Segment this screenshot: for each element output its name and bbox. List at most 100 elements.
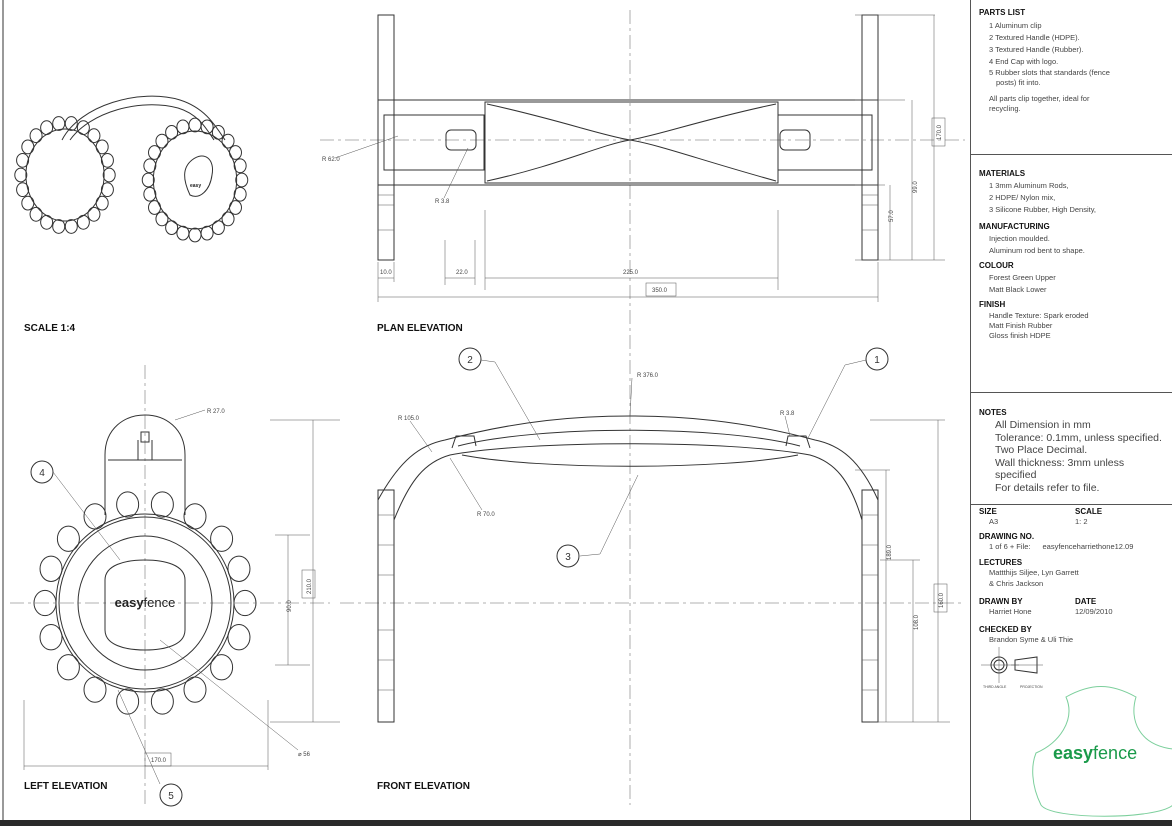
- dim-dia56: ⌀ 56: [298, 752, 311, 758]
- rubber-slot: [64, 116, 78, 131]
- left-elevation-label: LEFT ELEVATION: [24, 781, 108, 792]
- part-item: 5 Rubber slots that standards (fence: [989, 68, 1110, 77]
- rubber-slot: [87, 206, 101, 222]
- parts-list-title: PARTS LIST: [979, 8, 1026, 17]
- rubber-slot: [188, 117, 202, 133]
- rubber-slot: [148, 200, 162, 215]
- rubber-slot: [39, 624, 63, 651]
- bottom-edge: [0, 820, 1172, 826]
- size-label: SIZE: [979, 507, 997, 516]
- colour-item: Matt Black Lower: [989, 285, 1047, 294]
- rubber-slot: [102, 167, 116, 183]
- rubber-slot: [148, 145, 162, 160]
- rubber-slot: [39, 555, 63, 582]
- rubber-slot: [235, 172, 249, 188]
- dim-r105: R 105.0: [398, 416, 420, 422]
- svg-text:3: 3: [565, 552, 571, 563]
- rubber-slot: [16, 152, 30, 168]
- end-cap-logo: easyfence: [115, 595, 176, 610]
- material-item: 2 HDPE/ Nylon mix,: [989, 193, 1056, 202]
- checked-by-value: Brandon Syme & Uli Thie: [989, 635, 1074, 644]
- colour-title: COLOUR: [979, 261, 1014, 270]
- lecturer: Mattthijs Siljee, Lyn Garrett: [989, 568, 1079, 577]
- dim-189: 189.0: [887, 544, 893, 560]
- material-item: 1 3mm Aluminum Rods,: [989, 181, 1069, 190]
- dim-r38: R 3.8: [435, 199, 450, 205]
- rubber-slot: [56, 654, 80, 681]
- drawing-no-label: DRAWING NO.: [979, 532, 1035, 541]
- note-item: Two Place Decimal.: [995, 444, 1088, 456]
- manufacturing-item: Aluminum rod bent to shape.: [989, 246, 1085, 255]
- dim-170: 170.0: [937, 124, 943, 140]
- dim-r27: R 27.0: [207, 409, 225, 415]
- rubber-slot: [16, 182, 30, 198]
- dim-22: 22.0: [456, 270, 468, 276]
- rubber-slot: [76, 214, 90, 230]
- callout-4: 4: [30, 460, 54, 484]
- rubber-slot: [56, 525, 80, 552]
- rubber-slot: [227, 555, 251, 582]
- part-item: posts) fit into.: [996, 78, 1041, 87]
- part-item: 3 Textured Handle (Rubber).: [989, 45, 1084, 54]
- rubber-slot: [210, 654, 234, 681]
- rubber-slot: [200, 119, 214, 135]
- notes-section: NOTES All Dimension in mm Tolerance: 0.1…: [971, 393, 1172, 505]
- dim-10: 10.0: [380, 270, 392, 276]
- rubber-slot: [21, 139, 35, 155]
- finish-item: Handle Texture: Spark eroded: [989, 311, 1089, 320]
- drawing-area: easy SCALE 1:4 R 62.0 R 3.8 10.0 22.0 22…: [10, 10, 965, 807]
- rubber-slot: [228, 145, 242, 160]
- rubber-slot: [52, 116, 66, 131]
- rubber-slot: [95, 195, 109, 211]
- drawn-by-value: Harriet Hone: [989, 607, 1032, 616]
- rubber-slot: [100, 182, 114, 198]
- dim-170: 170.0: [151, 758, 167, 764]
- front-elevation-label: FRONT ELEVATION: [377, 781, 470, 792]
- dim-r62: R 62.0: [322, 157, 340, 163]
- dim-108: 108.0: [914, 614, 920, 630]
- left-elevation: easyfence 90.0 210.0 170.0 R 27.0 ⌀ 56 4…: [10, 365, 340, 807]
- rubber-slot: [52, 219, 66, 234]
- rubber-slot: [14, 167, 28, 183]
- lectures-label: LECTURES: [979, 558, 1023, 567]
- size-value: A3: [989, 517, 999, 526]
- rubber-slot: [155, 211, 169, 227]
- svg-text:2: 2: [467, 355, 473, 366]
- scale-value: 1: 2: [1075, 517, 1088, 526]
- part-item: 2 Textured Handle (HDPE).: [989, 33, 1080, 42]
- rubber-slot: [141, 172, 155, 188]
- rubber-slot: [21, 195, 35, 211]
- scale-label: SCALE 1:4: [24, 323, 76, 334]
- finish-item: Matt Finish Rubber: [989, 321, 1053, 330]
- plan-elevation-label: PLAN ELEVATION: [377, 323, 463, 334]
- rubber-slot: [221, 133, 235, 149]
- rubber-slot: [76, 120, 90, 136]
- dim-57: 57.0: [889, 210, 895, 222]
- rubber-slot: [165, 124, 179, 140]
- checked-by-label: CHECKED BY: [979, 625, 1032, 634]
- notes-title: NOTES: [979, 408, 1007, 417]
- rubber-slot: [233, 158, 247, 174]
- svg-text:4: 4: [39, 468, 45, 479]
- rubber-slot: [64, 219, 78, 234]
- part-item: 4 End Cap with logo.: [989, 57, 1059, 66]
- part-item: 1 Aluminum clip: [989, 21, 1042, 30]
- rubber-slot: [211, 220, 225, 236]
- colour-item: Forest Green Upper: [989, 273, 1056, 282]
- easyfence-endcap-outline: [1032, 686, 1172, 817]
- rubber-slot: [95, 139, 109, 155]
- drawn-by-label: DRAWN BY: [979, 597, 1023, 606]
- front-elevation: 189.0 108.0 160.0 R 376.0 R 105.0 R 3.8 …: [340, 347, 965, 723]
- note-item: For details refer to file.: [995, 481, 1100, 494]
- easyfence-logo: easyfence: [1053, 743, 1137, 763]
- file-name: easyfenceharriethone12.09: [1042, 542, 1134, 551]
- rubber-slot: [100, 152, 114, 168]
- dim-225: 225.0: [623, 270, 639, 276]
- rubber-slots: [33, 491, 257, 715]
- projection-label: THIRD ANGLE: [983, 685, 1007, 689]
- material-item: 3 Silicone Rubber, High Density,: [989, 205, 1096, 214]
- isometric-view: easy: [14, 95, 249, 243]
- projection-label: PROJECTION: [1020, 685, 1043, 689]
- title-block-panel: PARTS LIST 1 Aluminum clip 2 Textured Ha…: [970, 0, 1172, 820]
- dim-210: 210.0: [307, 578, 313, 594]
